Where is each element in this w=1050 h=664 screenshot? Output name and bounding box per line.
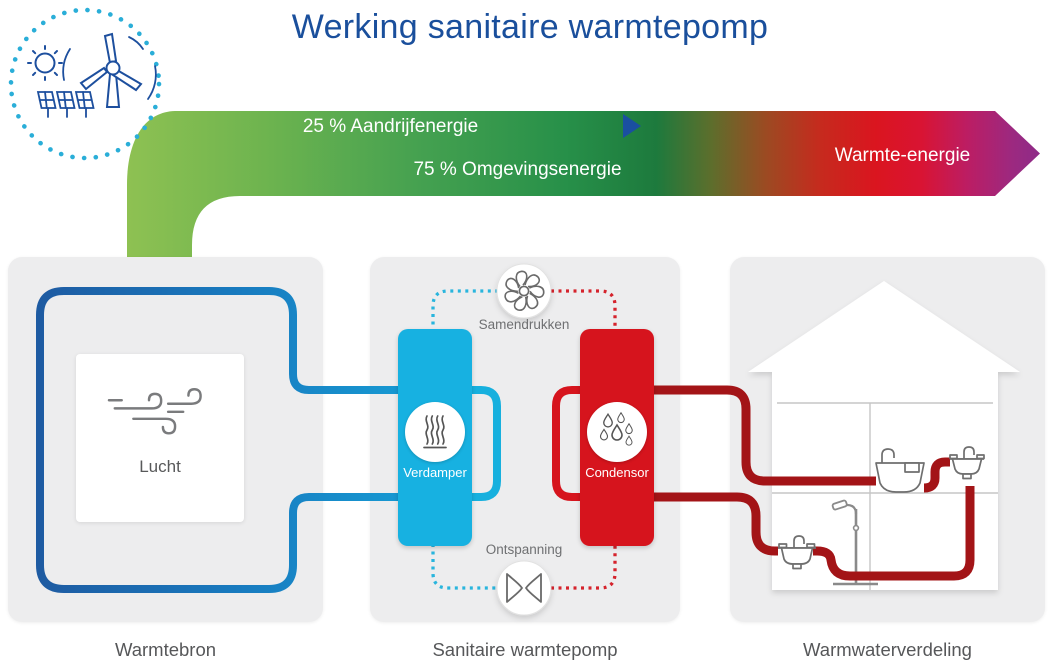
solar-panels-icon [36, 91, 95, 118]
expansion-label: Ontspanning [485, 542, 563, 557]
evaporator-column: Verdamper [398, 329, 472, 546]
drive-energy-triangle-icon [623, 114, 641, 138]
page-title: Werking sanitaire warmtepomp [291, 8, 769, 46]
condenser-column: Condensor [580, 329, 654, 546]
sun-icon [27, 45, 63, 81]
dotted-circle [8, 7, 162, 161]
drive-energy-label: 25 % Aandrijfenergie [302, 116, 479, 137]
heat-waves-icon [405, 402, 465, 462]
wind-turbine-icon [62, 32, 157, 108]
droplets-icon [587, 402, 647, 462]
renewable-energy-badge [8, 7, 162, 161]
evaporator-label: Verdamper [403, 465, 467, 480]
condenser-label: Condensor [585, 465, 649, 480]
heat-pump-caption: Sanitaire warmtepomp [432, 639, 618, 660]
hot-water-distribution-panel [730, 257, 1045, 622]
air-label: Lucht [139, 457, 181, 476]
heat-source-caption: Warmtebron [114, 639, 217, 660]
heat-energy-label: Warmte-energie [834, 145, 971, 166]
air-source-box: Lucht [76, 354, 244, 522]
compression-label: Samendrukken [478, 317, 570, 332]
wind-icon [107, 388, 202, 435]
ambient-energy-label: 75 % Omgevingsenergie [413, 159, 622, 180]
energy-arrow-band [127, 111, 1040, 258]
distribution-caption: Warmwaterverdeling [803, 639, 972, 660]
